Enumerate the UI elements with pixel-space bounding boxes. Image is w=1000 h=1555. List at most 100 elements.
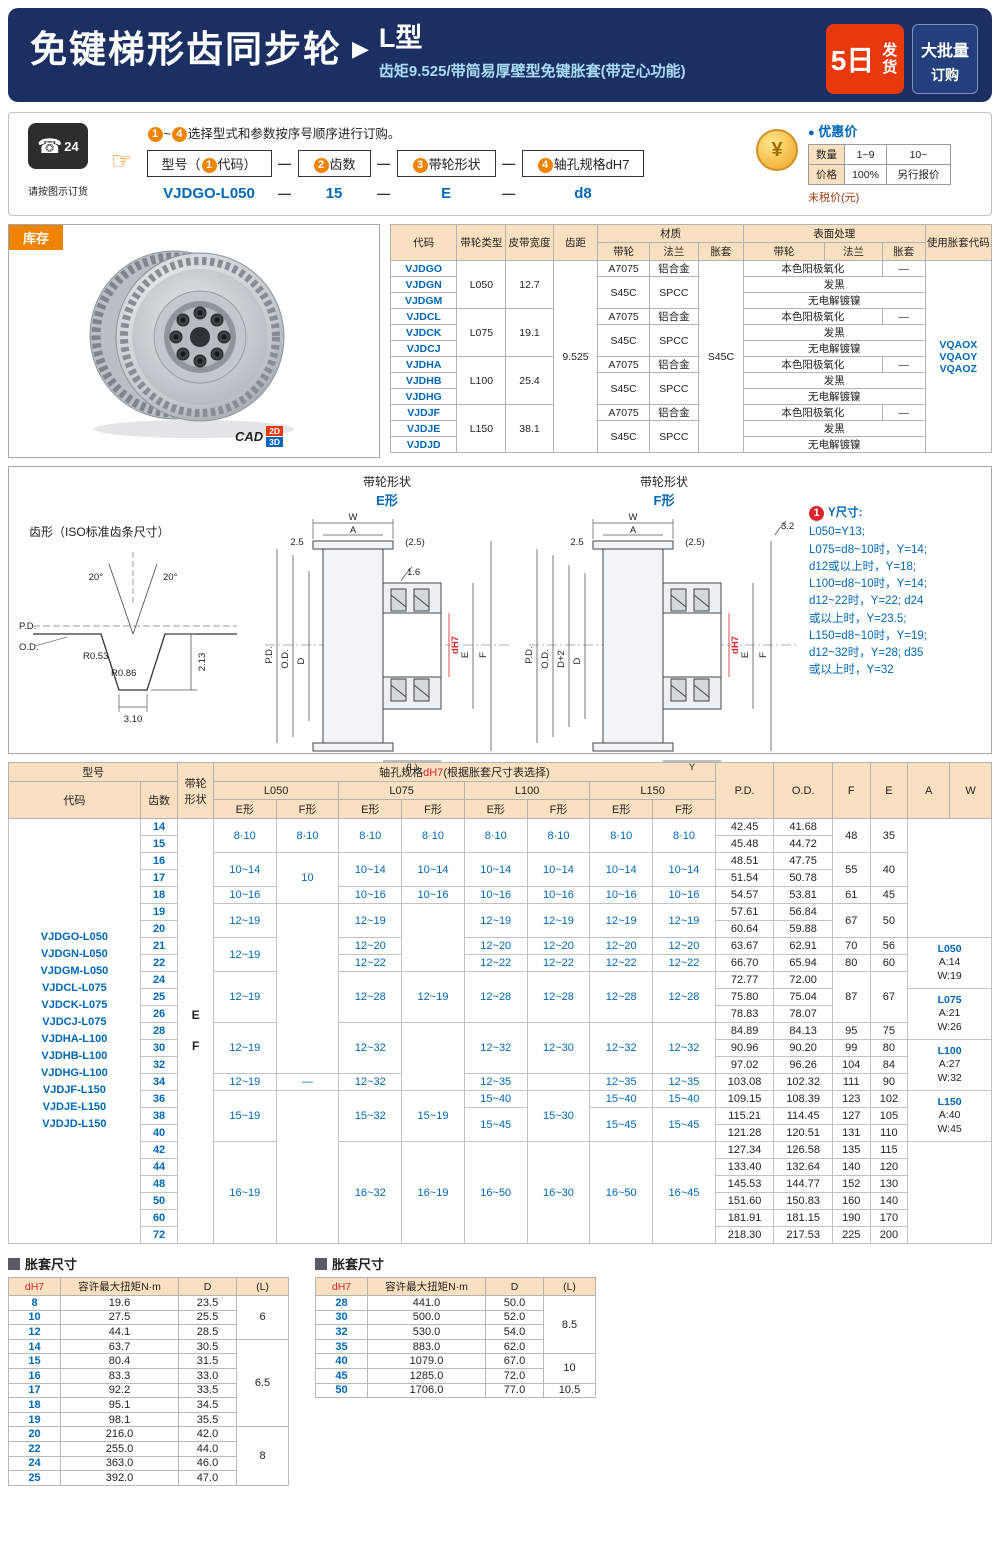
cell: SPCC <box>648 420 699 453</box>
cell: 36 <box>139 1090 179 1108</box>
cell: VJDCJ <box>389 340 458 357</box>
width-dim: 3.10 <box>124 714 143 725</box>
cell: 75.80 <box>714 988 775 1006</box>
cell: 35.5 <box>178 1411 237 1428</box>
cell: E形 <box>589 799 654 819</box>
cell: 15~40 <box>589 1090 654 1108</box>
cell: 6.5 <box>236 1338 289 1428</box>
cell: 18 <box>139 886 179 904</box>
cell: VJDHA <box>389 356 458 373</box>
cell: 50.0 <box>485 1295 544 1311</box>
cell: E形 <box>338 799 403 819</box>
cell: 6 <box>236 1295 289 1340</box>
box-label: 代码） <box>217 157 257 172</box>
cell: 12.7 <box>505 260 554 309</box>
cell: 46.0 <box>178 1455 237 1472</box>
price-title-text: 优惠价 <box>818 124 858 139</box>
angle-label: 20° <box>89 572 104 583</box>
dash-separator: — <box>377 156 391 171</box>
cell: 28.5 <box>178 1324 237 1340</box>
cell: 10~14 <box>401 852 465 887</box>
cell: 12~28 <box>652 971 716 1023</box>
e-dim: E <box>740 652 751 658</box>
cell: 54.0 <box>485 1324 544 1340</box>
cell: 62.91 <box>773 937 833 955</box>
cell: 12~28 <box>526 971 591 1023</box>
bullet-dot: ● <box>808 127 815 139</box>
cell: A7075 <box>597 260 650 277</box>
bore-dim: dH7 <box>730 636 741 654</box>
cell: 63.67 <box>714 937 775 955</box>
note-line: d12~22时，Y=22; d24 <box>809 595 924 608</box>
cell: 75 <box>869 1022 909 1040</box>
cell: 60.64 <box>714 920 775 938</box>
cell: 无电解镀镍 <box>742 340 926 357</box>
cell: 150.83 <box>773 1192 833 1210</box>
f-shape-title: 带轮形状 <box>639 475 688 489</box>
cell <box>401 1022 465 1091</box>
y-note-lines: L050=Y13;L075=d8~10时，Y=14;d12或以上时，Y=18;L… <box>809 524 991 679</box>
cell: 26 <box>139 1005 179 1023</box>
cell: 使用胀套代码 <box>924 224 993 261</box>
cell: 18 <box>8 1397 61 1413</box>
example-model-code: VJDGO-L050 <box>163 185 255 202</box>
title-row: 免键梯形齿同步轮 ▶ L型 齿矩9.525/带简易厚壁型免键胀套(带定心功能) <box>30 20 686 81</box>
dash-separator: — <box>502 156 516 171</box>
cell: 9.525 <box>552 260 599 453</box>
d-dim: D <box>572 657 583 664</box>
finish-mark: 1.6 <box>407 567 420 578</box>
tooth-profile-title: 齿形（ISO标准齿条尺寸） <box>29 525 170 539</box>
cell <box>275 1090 340 1244</box>
cell: 441.0 <box>367 1295 486 1311</box>
cell: 44.0 <box>178 1440 237 1457</box>
cell: 12~32 <box>463 1022 528 1074</box>
cell: 200 <box>869 1226 909 1244</box>
cell: 12~35 <box>589 1073 654 1091</box>
cell: 22 <box>8 1440 61 1457</box>
cell: 15 <box>8 1353 61 1369</box>
flange-dim: 2.5 <box>570 537 583 548</box>
cell: 15~30 <box>526 1090 591 1142</box>
f-shape-label: F形 <box>653 493 675 508</box>
cell: VJDJF <box>389 404 458 421</box>
cell: VJDCK <box>389 324 458 341</box>
cell: 15~19 <box>212 1090 277 1142</box>
cell: 181.91 <box>714 1209 775 1227</box>
cell: — <box>881 260 926 277</box>
tooth-profile-drawing: 20° 20° P.D. O.D. R0.53 R0.86 3.10 2.13 <box>19 552 237 725</box>
cell: 130 <box>869 1175 909 1193</box>
d2-dim: D+2 <box>556 650 567 668</box>
cad-2d-badge: 2D <box>266 426 283 436</box>
cell: 102 <box>869 1090 909 1108</box>
cell: 30 <box>315 1309 368 1326</box>
cell: 发黑 <box>742 276 926 293</box>
cell: 16 <box>8 1367 61 1384</box>
cell: 98.1 <box>60 1411 179 1428</box>
cell: 10 <box>275 852 340 904</box>
cell: 12~28 <box>463 971 528 1023</box>
product-photo <box>89 250 294 438</box>
cell: 胀套 <box>881 242 926 261</box>
cell: 材质 <box>597 224 744 243</box>
cell: L150 <box>589 781 716 800</box>
cell: 12~32 <box>338 1073 403 1091</box>
note-line: L050=Y13; <box>809 526 865 539</box>
cell: SPCC <box>648 324 699 357</box>
cell: 30.5 <box>178 1338 237 1355</box>
dash-separator: — <box>278 156 292 171</box>
cell: 数量 <box>808 144 845 165</box>
banner-badges: 5日 发货 大批量 订购 <box>826 24 978 94</box>
cell: 齿距 <box>552 224 599 261</box>
price-title: ● 优惠价 <box>808 121 951 140</box>
cell: 12~28 <box>589 971 654 1023</box>
cell: 8·10 <box>589 818 654 853</box>
cell: 发黑 <box>742 324 926 341</box>
e-shape-block: 带轮形状 E形 W A <box>255 471 519 773</box>
